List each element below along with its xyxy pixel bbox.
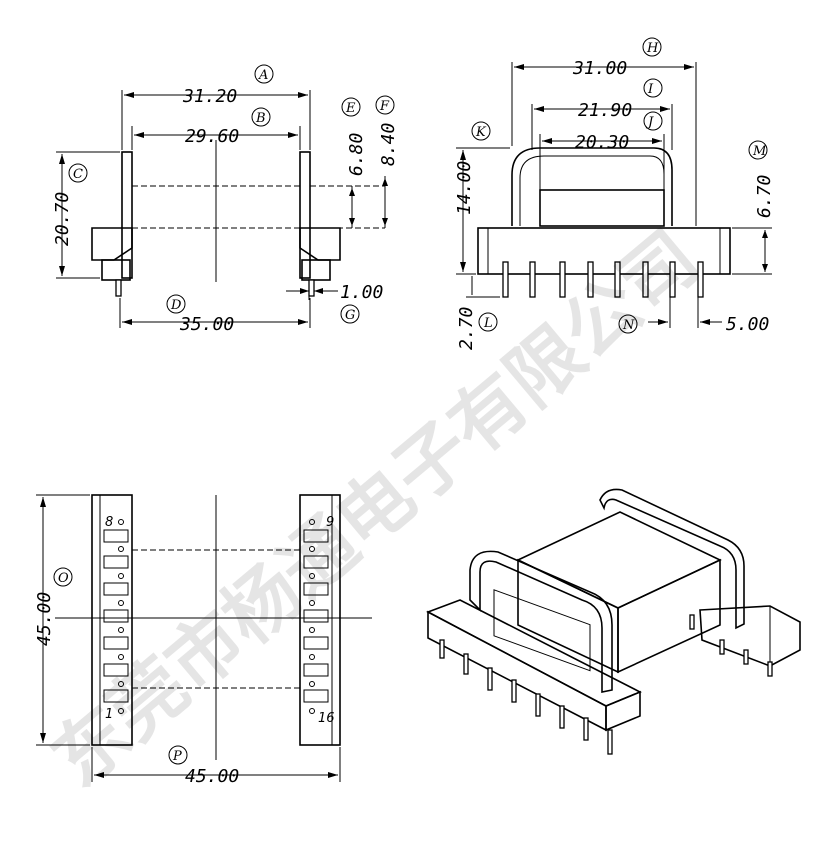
label-e: E: [345, 101, 356, 116]
dim-g-value: 1.00: [340, 282, 383, 303]
left-terminal-slots: [103, 529, 129, 703]
label-h: H: [646, 41, 659, 56]
pin-1-label: 1: [105, 707, 113, 722]
dim-h-value: 31.00: [572, 58, 627, 79]
dim-i-value: 21.90: [578, 100, 632, 121]
pin-8-label: 8: [105, 515, 113, 530]
label-p: P: [172, 749, 182, 764]
label-g: G: [345, 308, 355, 323]
dim-p-value: 45.00: [185, 766, 239, 787]
label-o: O: [58, 571, 69, 586]
right-terminal-slots: [303, 529, 329, 703]
isometric-view: [426, 488, 801, 755]
watermark: 东莞市杨通电子有限公司: [36, 215, 715, 804]
front-view: 31.20 A 29.60 B 20.70 C 6.80 8.40 E F: [52, 64, 399, 335]
label-b: B: [255, 111, 266, 126]
label-k: K: [475, 125, 487, 140]
dim-j-value: 20.30: [575, 132, 629, 153]
label-i: I: [647, 82, 654, 97]
label-n: N: [622, 318, 635, 333]
dim-n-value: 5.00: [726, 314, 769, 335]
dim-b-value: 29.60: [185, 126, 239, 147]
label-d: D: [170, 298, 182, 313]
dim-c-value: 20.70: [52, 192, 73, 246]
dim-o-value: 45.00: [34, 592, 55, 646]
label-j: J: [645, 115, 654, 130]
pin-9-label: 9: [326, 515, 334, 530]
label-c: C: [73, 167, 83, 182]
dim-m-value: 6.70: [754, 175, 775, 218]
label-m: M: [752, 144, 767, 159]
pin-16-label: 16: [318, 711, 335, 726]
pin-holes: [118, 519, 315, 714]
dim-e-value: 6.80: [346, 133, 367, 176]
dim-a-value: 31.20: [182, 86, 237, 107]
dim-f-value: 8.40: [378, 123, 399, 166]
dim-l-value: 2.70: [456, 307, 477, 350]
label-l: L: [483, 316, 493, 331]
side-view: 31.00 H 21.90 I 20.30 J 14.00 K 2.70: [454, 37, 775, 350]
dim-d-value: 35.00: [179, 314, 234, 335]
bottom-view: 8 9 1 16 45.00 O 45.00 P: [34, 494, 372, 787]
label-f: F: [379, 99, 390, 114]
dim-k-value: 14.00: [454, 161, 475, 215]
label-a: A: [258, 68, 268, 83]
